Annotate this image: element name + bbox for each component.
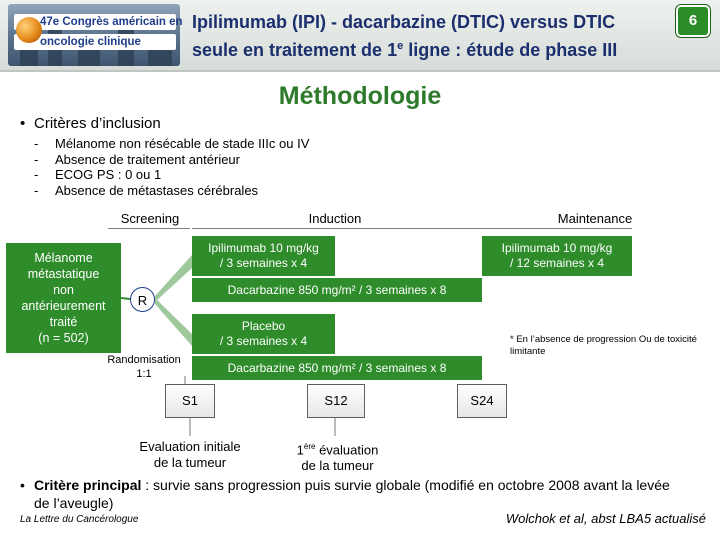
list-item: - Mélanome non résécable de stade IIIc ou… <box>34 136 309 152</box>
slide-title-line2: seule en traitement de 1e ligne : étude … <box>192 34 670 62</box>
phase-screening-label: Screening <box>120 211 180 226</box>
population-text: métastatique <box>27 267 100 281</box>
criterion-text: Absence de traitement antérieur <box>55 151 240 167</box>
evaluation-number: 1 <box>296 442 304 458</box>
randomisation-label: Randomisation 1:1 <box>104 353 184 381</box>
evaluation-word: évaluation <box>315 442 379 458</box>
inclusion-heading: • Critères d’inclusion <box>20 115 161 132</box>
evaluation-text: 1ère évaluation <box>270 439 405 458</box>
timeline-s1: S1 <box>165 384 215 418</box>
primary-endpoint: • Critère principal : survie sans progre… <box>20 476 680 511</box>
arm-text: / 3 semaines x 4 <box>219 256 308 270</box>
header-banner: 47e Congrès américain en oncologie clini… <box>0 0 720 72</box>
phase-underline <box>108 228 190 229</box>
population-text: Mélanome <box>34 251 93 265</box>
dash-icon: - <box>34 136 39 151</box>
evaluation-text: de la tumeur <box>301 458 374 474</box>
slide-title-line2-end: ligne : étude de phase III <box>403 40 618 60</box>
criterion-text: ECOG PS : 0 ou 1 <box>55 167 162 182</box>
arm-text: / 12 semaines x 4 <box>509 256 605 270</box>
arm-text: Dacarbazine 850 mg/m² / 3 semaines x 8 <box>227 360 447 375</box>
phase-underline <box>192 228 482 229</box>
population-text: antérieurement <box>21 299 106 313</box>
maintenance-footnote: * En l’absence de progression Ou de toxi… <box>510 334 697 357</box>
evaluation-initial: Evaluation initiale de la tumeur <box>120 439 260 471</box>
source-reference: Wolchok et al, abst LBA5 actualisé <box>505 511 706 526</box>
arm-text: Ipilimumab 10 mg/kg <box>501 241 613 255</box>
list-item: - ECOG PS : 0 ou 1 <box>34 167 309 183</box>
population-box: Mélanome métastatique non antérieurement… <box>6 243 121 353</box>
arm-connector-lower <box>155 298 192 346</box>
bullet-icon: • <box>20 477 25 493</box>
primary-endpoint-label: Critère principal <box>34 477 142 493</box>
connector-line <box>120 297 131 300</box>
dash-icon: - <box>34 151 39 167</box>
dash-icon: - <box>34 167 39 182</box>
population-text: non <box>53 283 74 297</box>
arm-text: Placebo <box>241 319 286 333</box>
inclusion-heading-text: Critères d’inclusion <box>34 115 161 132</box>
evaluation-text: de la tumeur <box>153 455 227 470</box>
logo-text-line2: oncologie clinique <box>14 34 176 50</box>
phase-induction-label: Induction <box>308 211 362 226</box>
randomisation-ratio: 1:1 <box>136 368 152 380</box>
timeline-s24: S24 <box>457 384 507 418</box>
randomisation-circle: R <box>130 287 155 312</box>
section-title: Méthodologie <box>278 82 442 110</box>
evaluation-superscript: ère <box>303 442 316 451</box>
evaluation-text: Evaluation initiale <box>139 439 241 454</box>
randomisation-text: Randomisation <box>107 354 181 366</box>
arm-placebo-box: Placebo / 3 semaines x 4 <box>192 314 335 354</box>
slide-title-line1: Ipilimumab (IPI) - dacarbazine (DTIC) ve… <box>192 12 616 32</box>
logo-text-line1: 47e Congrès américain en <box>14 14 183 30</box>
timeline-s12: S12 <box>307 384 365 418</box>
primary-endpoint-text: Critère principal : survie sans progress… <box>34 476 679 512</box>
phase-underline <box>482 228 632 229</box>
slide-number-badge: 6 <box>676 5 710 37</box>
inclusion-criteria-list: - Mélanome non résécable de stade IIIc ou… <box>34 136 309 198</box>
arm-connector-upper <box>155 255 192 302</box>
slide-title-superscript: e <box>397 40 404 52</box>
source-publication: La Lettre du Cancérologue <box>20 514 139 525</box>
population-text: (n = 502) <box>38 331 89 345</box>
evaluation-first: 1ère évaluation de la tumeur <box>270 439 405 474</box>
bullet-icon: • <box>20 115 26 132</box>
arm-text: / 3 semaines x 4 <box>219 334 308 348</box>
congress-logo: 47e Congrès américain en oncologie clini… <box>8 4 183 66</box>
logo-sphere-icon <box>16 17 42 43</box>
primary-endpoint-description: : survie sans progression puis survie gl… <box>34 477 670 511</box>
criterion-text: Absence de métastases cérébrales <box>55 182 259 198</box>
arm-ipilimumab-induction-box: Ipilimumab 10 mg/kg / 3 semaines x 4 <box>192 236 335 276</box>
phase-maintenance-label: Maintenance <box>557 211 633 226</box>
arm-dacarbazine-box-2: Dacarbazine 850 mg/m² / 3 semaines x 8 <box>192 356 482 380</box>
population-text: traité <box>49 315 78 329</box>
arm-text: Dacarbazine 850 mg/m² / 3 semaines x 8 <box>227 282 447 297</box>
list-item: -Absence de métastases cérébrales <box>34 183 309 199</box>
list-item: -Absence de traitement antérieur <box>34 152 309 168</box>
slide-title-line2-text: seule en traitement de 1 <box>192 40 398 60</box>
slide-title: Ipilimumab (IPI) - dacarbazine (DTIC) ve… <box>192 10 670 62</box>
arm-dacarbazine-box-1: Dacarbazine 850 mg/m² / 3 semaines x 8 <box>192 278 482 302</box>
arm-ipilimumab-maintenance-box: Ipilimumab 10 mg/kg / 12 semaines x 4 <box>482 236 632 276</box>
criterion-text: Mélanome non résécable de stade IIIc ou … <box>55 136 310 151</box>
arm-text: Ipilimumab 10 mg/kg <box>208 241 319 255</box>
dash-icon: - <box>34 182 39 198</box>
